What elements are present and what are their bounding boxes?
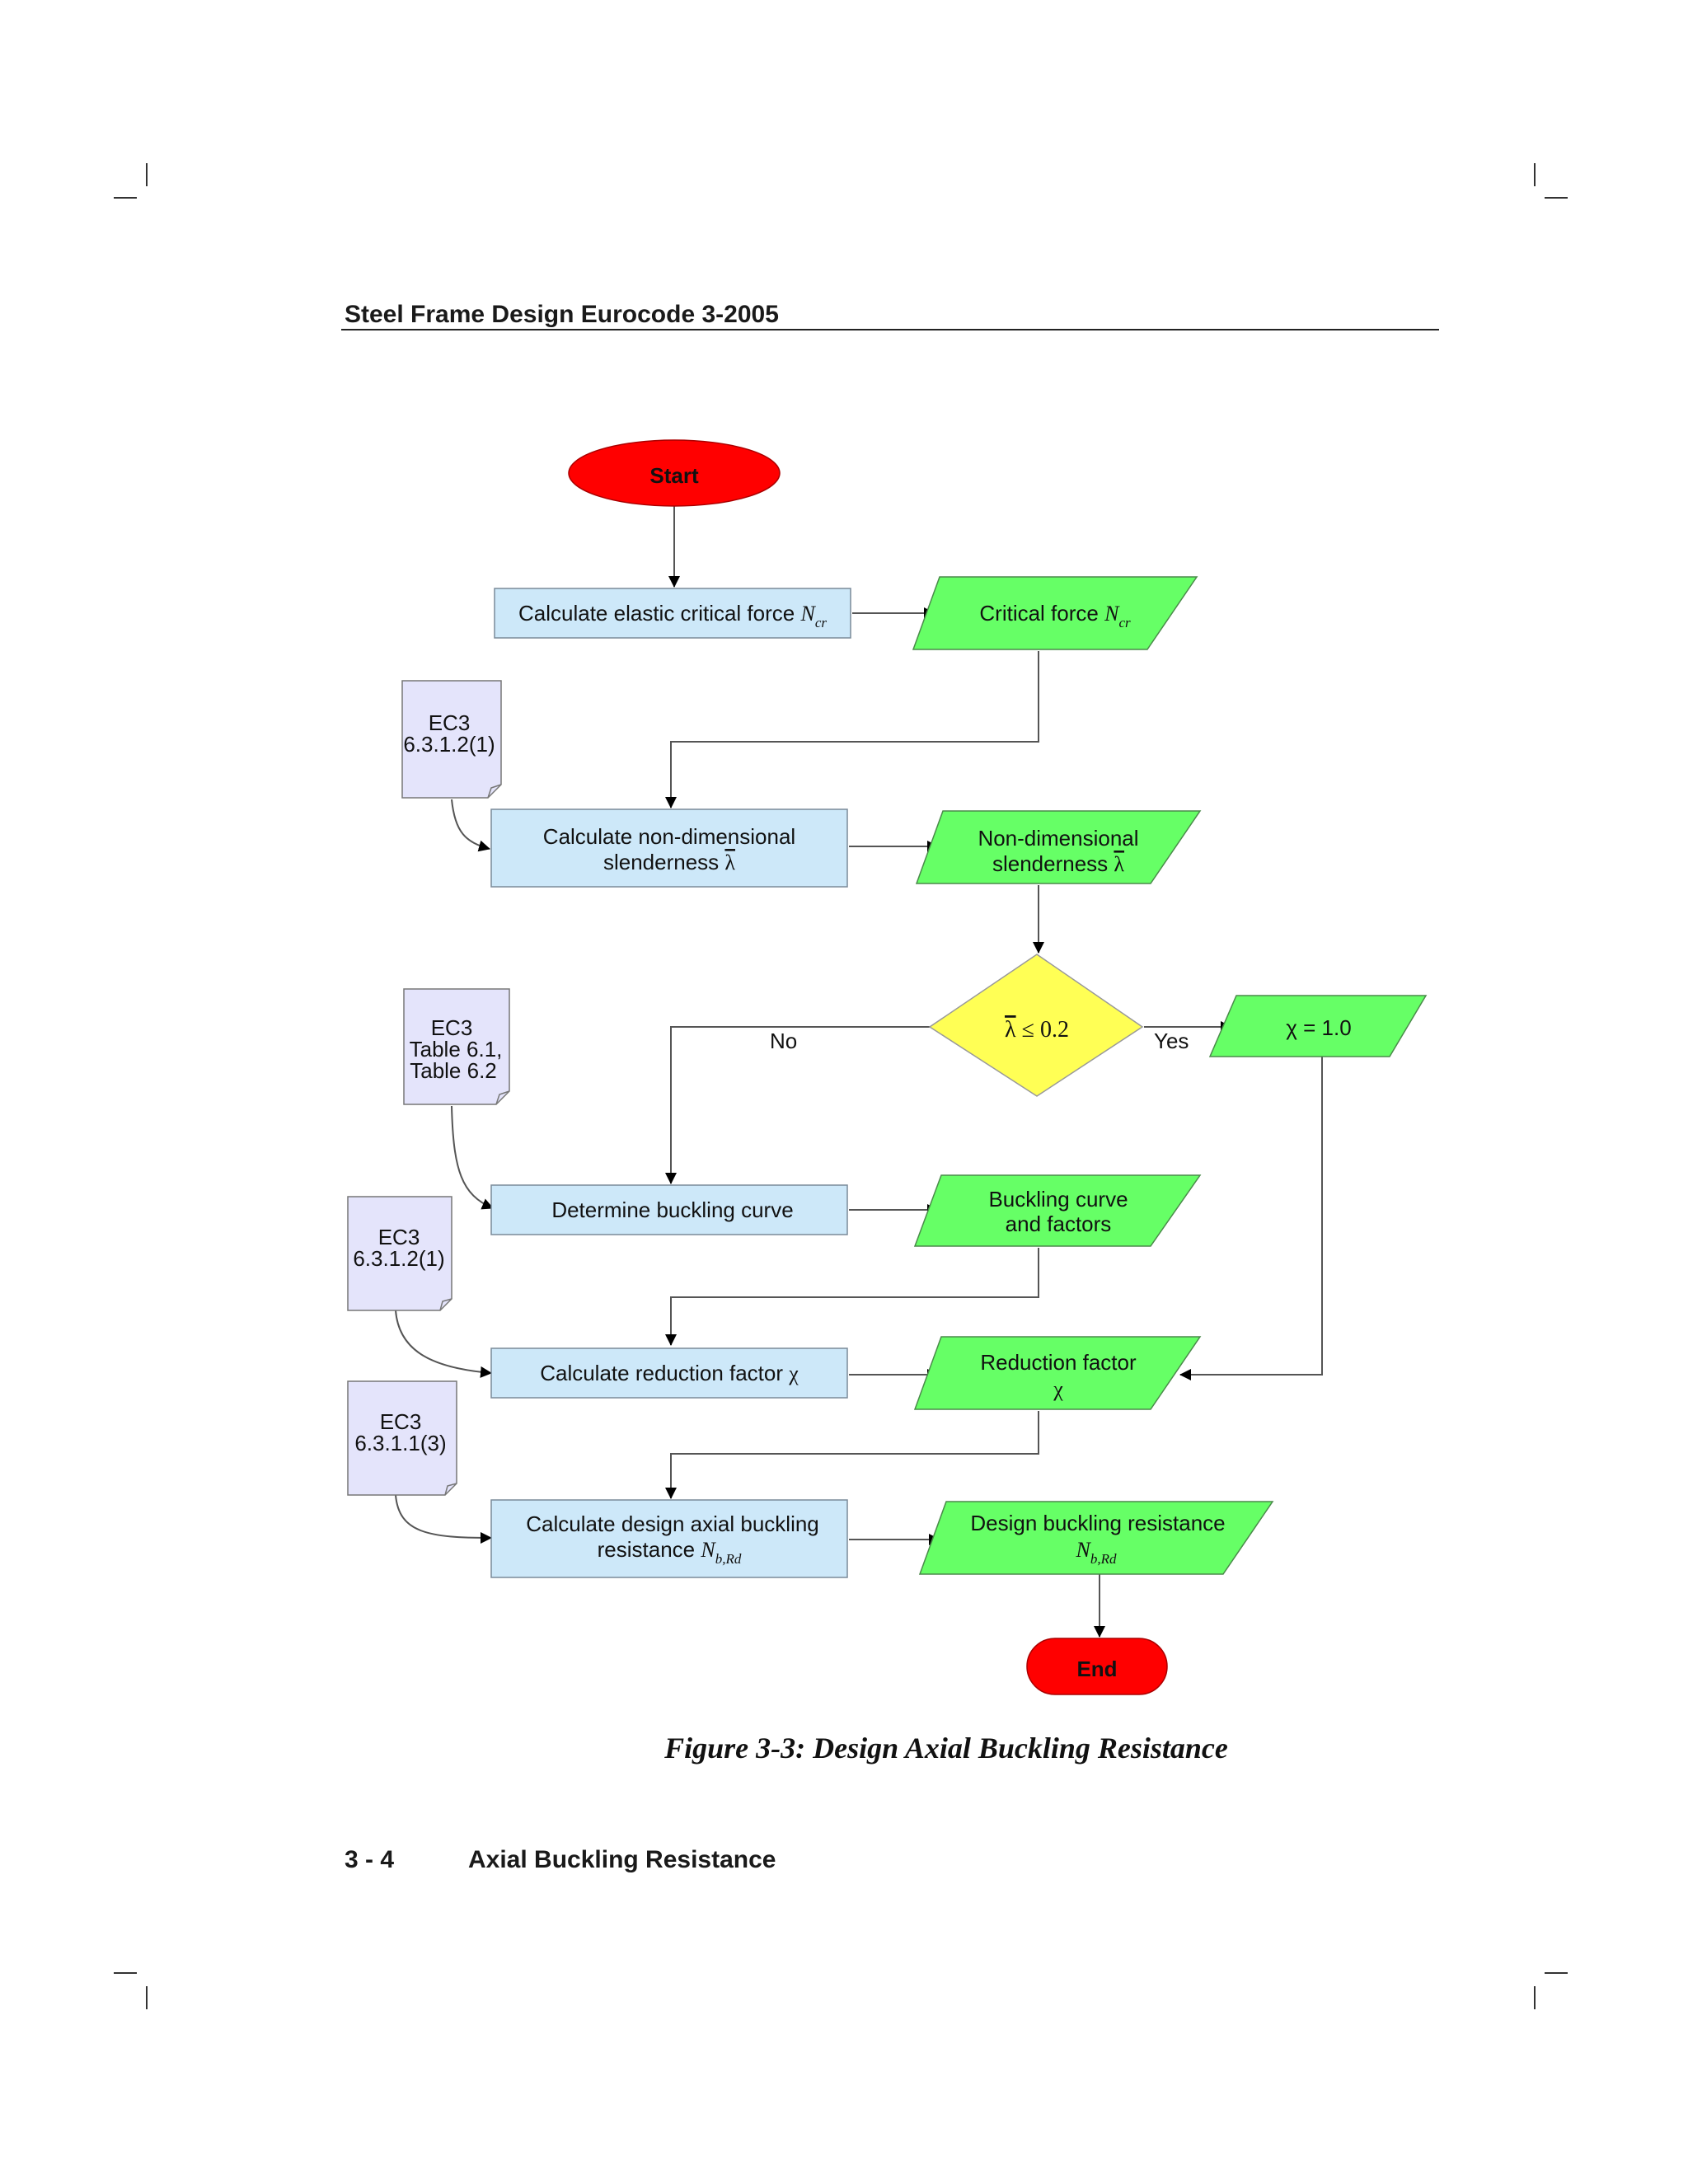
no-branch-label: No bbox=[770, 1029, 797, 1053]
footer-section-title: Axial Buckling Resistance bbox=[468, 1846, 776, 1873]
calc-resistance-line1: Calculate design axial buckling bbox=[526, 1511, 819, 1536]
output-design-resistance: Design buckling resistance Nb,Rd bbox=[918, 1501, 1274, 1575]
running-header: Steel Frame Design Eurocode 3-2005 bbox=[345, 301, 779, 328]
output-chi-one: χ = 1.0 bbox=[1208, 995, 1428, 1057]
curve-out-line1: Buckling curve bbox=[988, 1187, 1128, 1212]
reference-note-ec3-6312-a: EC3 6.3.1.2(1) bbox=[401, 680, 502, 799]
curve-out-line2: and factors bbox=[1006, 1212, 1112, 1236]
output-critical-force: Critical force Ncr bbox=[912, 576, 1198, 650]
end-terminal: End bbox=[1026, 1638, 1168, 1695]
start-label: Start bbox=[649, 463, 699, 488]
calc-resistance-line2: resistance Nb,Rd bbox=[598, 1537, 742, 1567]
note-line: EC3 bbox=[378, 1225, 420, 1249]
process-calc-ncr: Calculate elastic critical force Ncr bbox=[494, 588, 851, 639]
critical-force-label: Critical force Ncr bbox=[979, 601, 1131, 630]
figure-caption: Figure 3-3: Design Axial Buckling Resist… bbox=[663, 1732, 1228, 1765]
process-calc-slenderness: Calculate non-dimensional slenderness λ bbox=[490, 808, 848, 888]
calc-slenderness-line2: slenderness λ bbox=[603, 850, 735, 874]
resistance-out-line2: Nb,Rd bbox=[1076, 1538, 1117, 1567]
output-buckling-curve: Buckling curve and factors bbox=[913, 1174, 1202, 1247]
output-slenderness: Non-dimensional slenderness λ bbox=[915, 810, 1202, 884]
reference-note-ec3-6312-b: EC3 6.3.1.2(1) bbox=[347, 1196, 452, 1311]
calc-ncr-label: Calculate elastic critical force Ncr bbox=[518, 601, 827, 630]
yes-branch-label: Yes bbox=[1154, 1029, 1189, 1053]
output-reduction-factor: Reduction factor χ bbox=[913, 1336, 1202, 1410]
page-number: 3 - 4 bbox=[345, 1846, 394, 1873]
resistance-out-line1: Design buckling resistance bbox=[970, 1511, 1225, 1535]
note-line: Table 6.1, bbox=[410, 1037, 503, 1062]
connectors bbox=[395, 506, 1323, 1638]
process-calc-resistance: Calculate design axial buckling resistan… bbox=[490, 1499, 848, 1578]
reduction-out-symbol: χ bbox=[1053, 1377, 1063, 1401]
start-terminal: Start bbox=[568, 439, 781, 507]
note-line: 6.3.1.2(1) bbox=[353, 1246, 444, 1271]
note-line: EC3 bbox=[431, 1015, 473, 1040]
slenderness-out-line2: slenderness λ bbox=[992, 851, 1124, 876]
decision-label: λ ≤ 0.2 bbox=[1005, 1017, 1069, 1043]
crop-marks bbox=[114, 163, 1568, 2009]
decision-slenderness: λ ≤ 0.2 bbox=[928, 954, 1144, 1097]
note-line: Table 6.2 bbox=[410, 1058, 497, 1083]
calc-slenderness-line1: Calculate non-dimensional bbox=[543, 824, 795, 849]
note-line: 6.3.1.2(1) bbox=[403, 732, 495, 757]
reference-note-ec3-6311: EC3 6.3.1.1(3) bbox=[347, 1380, 457, 1496]
slenderness-out-line1: Non-dimensional bbox=[978, 826, 1138, 851]
note-line: EC3 bbox=[429, 710, 471, 735]
process-determine-curve: Determine buckling curve bbox=[490, 1184, 848, 1235]
determine-curve-label: Determine buckling curve bbox=[551, 1197, 793, 1222]
reference-note-ec3-tables: EC3 Table 6.1, Table 6.2 bbox=[403, 988, 510, 1105]
end-label: End bbox=[1076, 1657, 1117, 1681]
reduction-out-line1: Reduction factor bbox=[980, 1350, 1137, 1375]
note-line: 6.3.1.1(3) bbox=[354, 1431, 446, 1455]
calc-reduction-label: Calculate reduction factor χ bbox=[540, 1361, 799, 1385]
process-calc-reduction: Calculate reduction factor χ bbox=[490, 1347, 848, 1399]
chi-one-label: χ = 1.0 bbox=[1286, 1015, 1351, 1040]
note-line: EC3 bbox=[380, 1409, 422, 1434]
